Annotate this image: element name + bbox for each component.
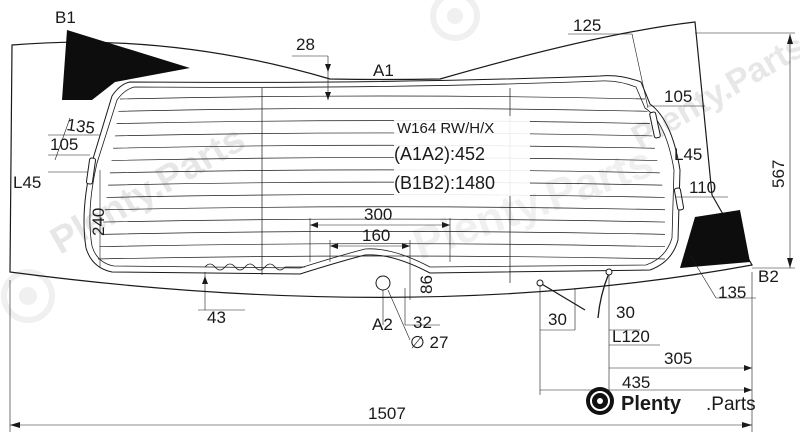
- dim-305: 305: [664, 349, 692, 368]
- model-b1b2: (B1B2):1480: [394, 173, 495, 193]
- dim-135-left: 135: [65, 115, 96, 138]
- washer-hole: [375, 275, 391, 291]
- brand-logo: Plenty .Parts: [586, 387, 756, 415]
- dim-28: 28: [296, 35, 315, 54]
- print-block-right: [680, 210, 750, 268]
- dim-dia-27: ∅ 27: [410, 333, 448, 352]
- dim-300: 300: [364, 205, 392, 224]
- heater-grid-line: [119, 95, 646, 100]
- connector-terminal-right: [605, 268, 613, 276]
- heater-grid-line: [108, 181, 663, 186]
- info-backdrop: [394, 116, 530, 196]
- glass-outline: [9, 21, 753, 298]
- heater-grid-line: [104, 206, 666, 211]
- watermark-logo-top: [430, 0, 480, 41]
- clip-right: [649, 111, 661, 139]
- watermark-logo-left: [1, 269, 55, 323]
- dim-105-left: 105: [50, 135, 78, 154]
- dim-86: 86: [417, 275, 436, 294]
- dim-135-right: 135: [718, 283, 746, 302]
- heater-grid-line: [113, 144, 655, 149]
- dim-30-right: 30: [616, 303, 635, 322]
- antenna-wave: [204, 263, 305, 271]
- dim-1507: 1507: [368, 404, 406, 423]
- heater-grid-line: [109, 169, 660, 174]
- heater-frame-outer: [83, 75, 681, 275]
- heater-grid-line: [101, 231, 666, 235]
- heater-grid-line: [111, 157, 658, 161]
- heater-frame-inner: [89, 80, 675, 269]
- label-a1: A1: [373, 61, 394, 80]
- label-a2: A2: [372, 315, 393, 334]
- brand-name: Plenty: [621, 393, 682, 415]
- dim-l120: L120: [612, 327, 650, 346]
- connector-cable-left: [539, 282, 586, 311]
- brand-suffix: .Parts: [706, 394, 756, 415]
- dim-43: 43: [207, 308, 226, 327]
- dim-l45-left: L45: [13, 173, 41, 192]
- arrowheads: [10, 34, 793, 428]
- dim-l45-right: L45: [674, 145, 702, 164]
- dim-160: 160: [362, 226, 390, 245]
- dim-110: 110: [689, 178, 716, 197]
- connector-cable-right: [597, 272, 610, 319]
- heater-grid-line: [118, 107, 648, 112]
- clip-left: [85, 157, 97, 185]
- dim-105-right: 105: [664, 87, 692, 106]
- label-b2: B2: [758, 267, 779, 286]
- dim-125: 125: [573, 16, 601, 35]
- heater-grid-line: [97, 255, 666, 260]
- heater-grid-line: [99, 243, 666, 248]
- print-block-top-left: [62, 30, 190, 100]
- heater-grid-line: [103, 218, 666, 223]
- dim-30-left: 30: [548, 310, 567, 329]
- model-code: W164 RW/H/X: [397, 120, 494, 137]
- dim-32: 32: [413, 313, 432, 332]
- model-a1a2: (A1A2):452: [394, 144, 485, 164]
- heater-grid-line: [106, 194, 665, 198]
- clip-right-lower: [673, 187, 685, 211]
- watermark-text-right: Plenty.Parts: [625, 27, 800, 157]
- heater-grid: [97, 95, 666, 260]
- heater-grid-line: [114, 132, 653, 137]
- dim-567: 567: [769, 160, 788, 188]
- label-b1: B1: [55, 8, 76, 27]
- dim-240: 240: [89, 208, 108, 236]
- dim-435: 435: [622, 373, 650, 392]
- heater-grid-line: [116, 120, 650, 124]
